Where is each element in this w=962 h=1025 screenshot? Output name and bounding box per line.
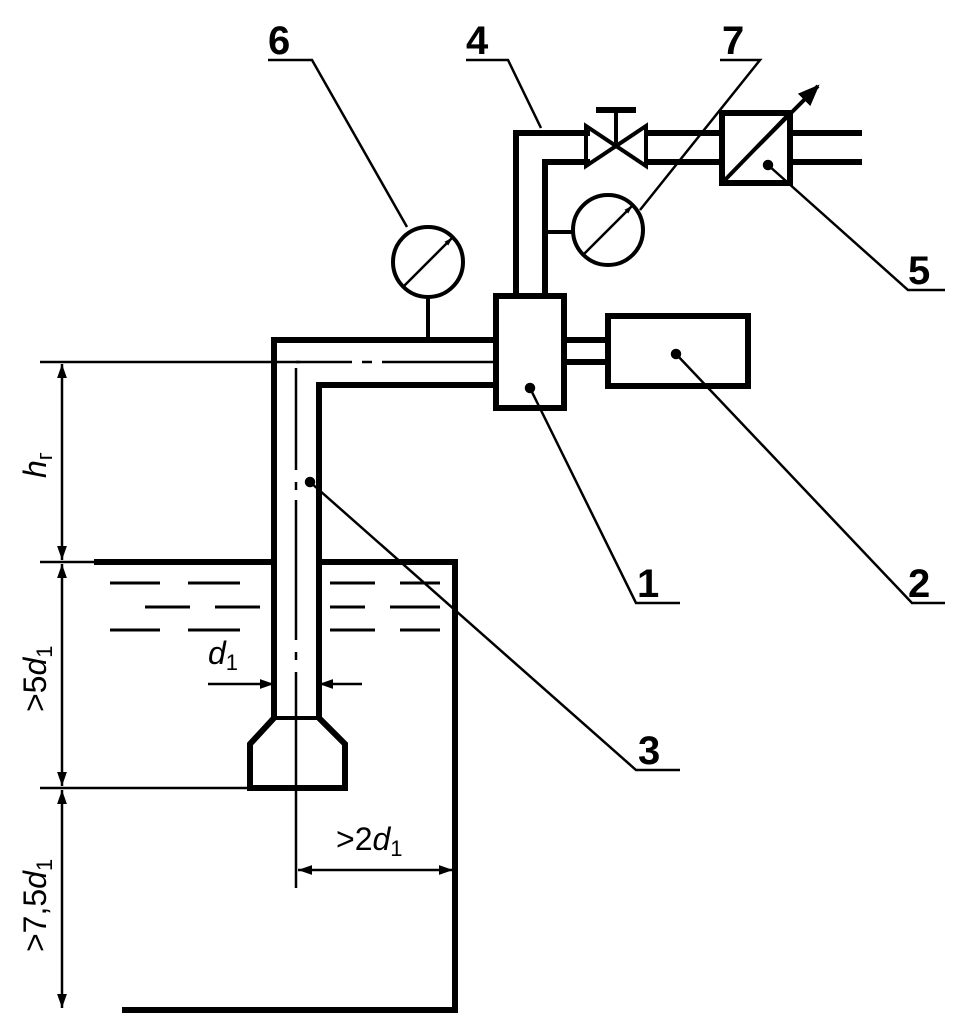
dim-5d-label: >5d1	[17, 645, 57, 712]
callout-7: 7	[722, 19, 744, 63]
pipe-4	[513, 130, 590, 296]
callout-4: 4	[466, 19, 489, 63]
dim-h-label: hг	[17, 452, 57, 478]
tank	[94, 559, 458, 1013]
dim-d1-label: d1	[208, 635, 238, 675]
block-1	[493, 293, 608, 411]
liquid-surface-marks	[110, 581, 440, 632]
pressure-gauge-7	[571, 193, 645, 267]
dimension-lines	[40, 360, 453, 1008]
block-5	[719, 84, 862, 186]
callout-3: 3	[638, 729, 660, 773]
block-2	[605, 313, 751, 389]
leader-lines	[268, 58, 945, 772]
callout-1: 1	[637, 562, 659, 606]
pressure-gauge-6	[391, 225, 465, 340]
callout-2: 2	[908, 562, 930, 606]
dim-2d-label: >2d1	[336, 821, 403, 861]
dimension-texts: hг >5d1 >7,5d1 d1 >2d1	[17, 452, 403, 952]
callout-6: 6	[268, 19, 290, 63]
dim-7-5d-label: >7,5d1	[17, 859, 57, 952]
valve	[584, 107, 722, 170]
callout-5: 5	[908, 249, 930, 293]
callout-numbers: 1 2 3 4 5 6 7	[268, 19, 930, 773]
sampling-pipe	[247, 337, 496, 888]
